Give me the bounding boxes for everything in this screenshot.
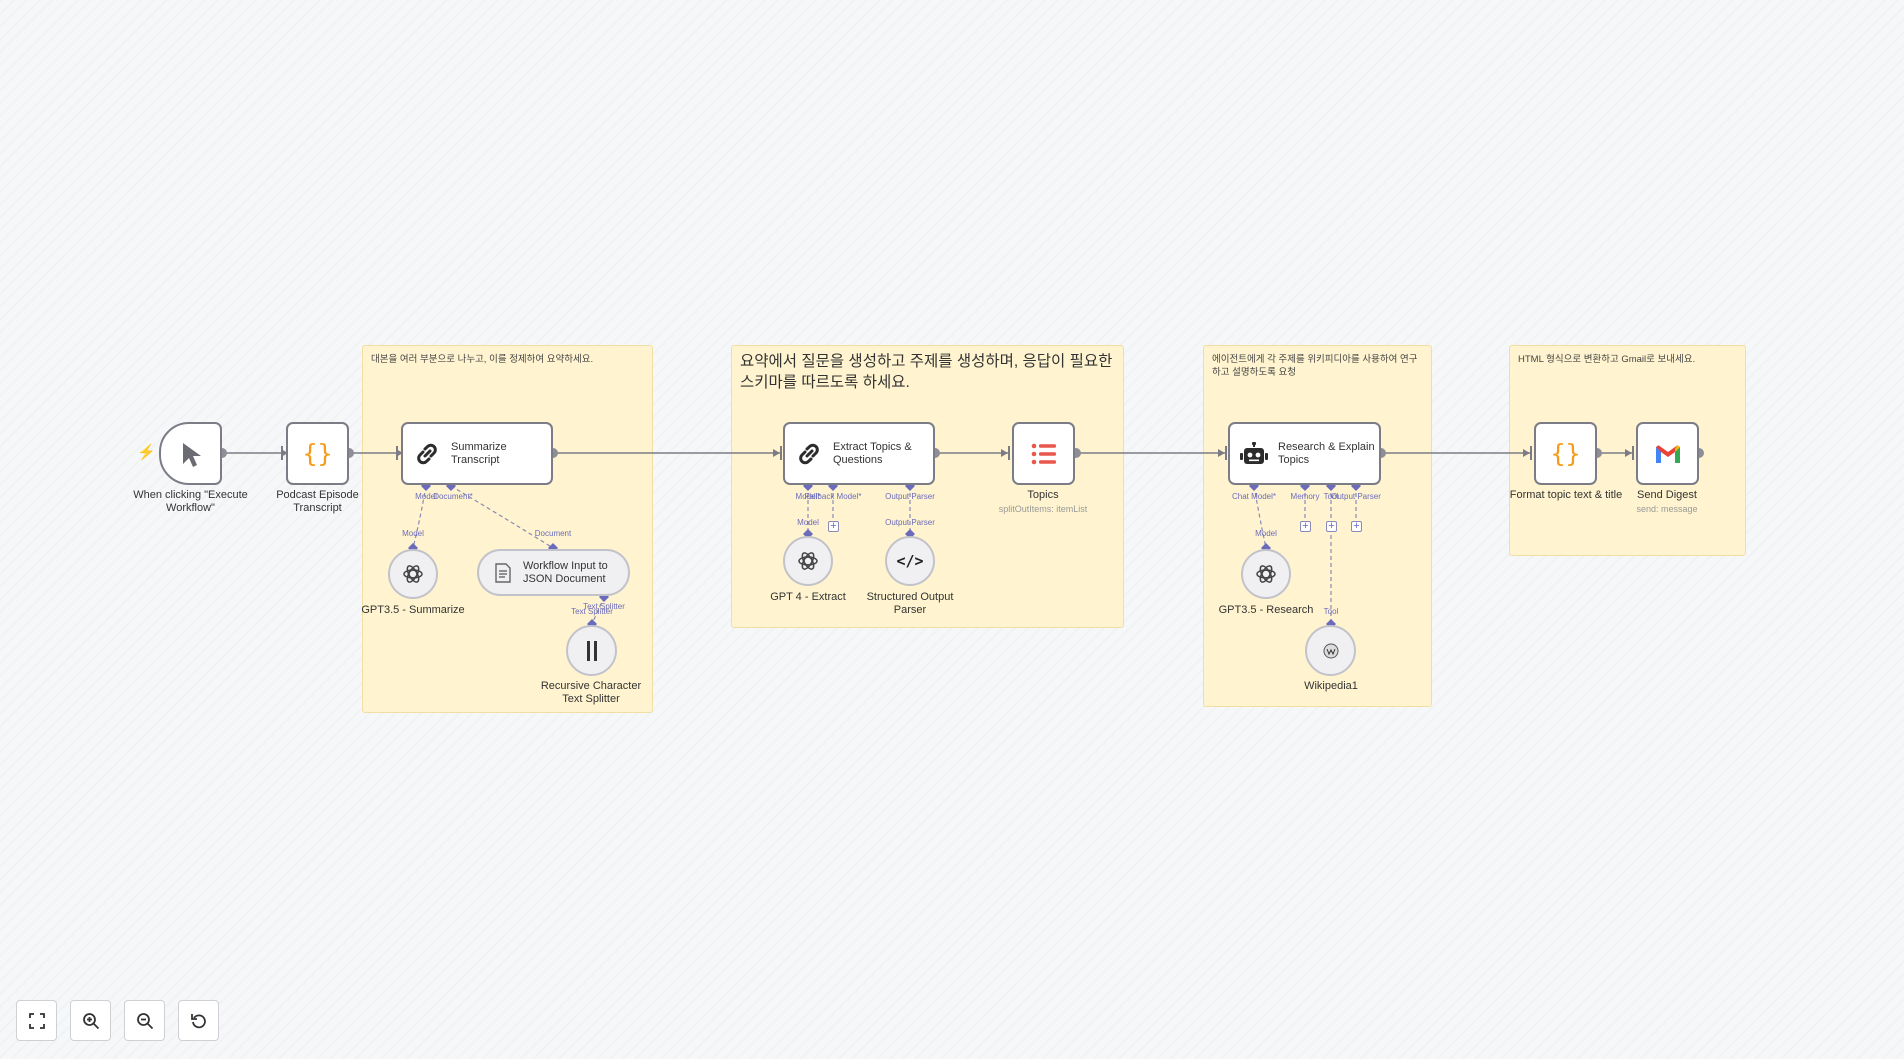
node-gpt35-summarize-label: GPT3.5 - Summarize: [361, 604, 465, 616]
node-podcast-label: Podcast Episode Transcript: [276, 489, 359, 515]
node-topics[interactable]: [1012, 422, 1075, 485]
code-braces-icon: {}: [1550, 439, 1581, 468]
node-wikipedia-label: Wikipedia1: [1304, 680, 1358, 692]
port-label: Output Parser: [885, 518, 935, 527]
node-topics-subtitle: splitOutItems: itemList: [998, 504, 1088, 514]
node-text-splitter-label: Recursive Character Text Splitter: [540, 680, 642, 706]
port-label: Model: [402, 529, 424, 538]
arrowhead: [1625, 449, 1632, 457]
chain-link-icon: [795, 440, 823, 468]
sticky-note-text: 에이전트에게 각 주제를 위키피디아를 사용하여 연구하고 설명하도록 요청: [1212, 354, 1418, 378]
port-label: Text Splitter: [571, 607, 613, 616]
list-icon: [1031, 443, 1057, 465]
node-gpt4-extract[interactable]: [783, 536, 833, 586]
cursor-icon: [178, 440, 204, 468]
chain-link-icon: [413, 440, 441, 468]
node-gpt4-extract-label: GPT 4 - Extract: [770, 591, 846, 603]
node-gpt35-research[interactable]: [1241, 549, 1291, 599]
node-wikipedia[interactable]: [1305, 625, 1356, 676]
node-podcast-transcript[interactable]: {}: [286, 422, 349, 485]
node-workflow-input-json[interactable]: Workflow Input to JSON Document: [477, 549, 630, 596]
add-sub-node-button[interactable]: +: [828, 521, 839, 532]
add-memory-button[interactable]: +: [1300, 521, 1311, 532]
port-label: Chat Model*: [1231, 492, 1277, 501]
node-text-splitter[interactable]: [566, 625, 617, 676]
port-label: Memory: [1290, 492, 1320, 501]
arrowhead: [1001, 449, 1008, 457]
node-format-label: Format topic text & title: [1509, 489, 1623, 501]
zoom-out-icon: [136, 1012, 154, 1030]
arrowhead: [1523, 449, 1530, 457]
code-braces-icon: {}: [302, 439, 333, 468]
add-output-parser-button[interactable]: +: [1351, 521, 1362, 532]
node-title: Extract Topics & Questions: [833, 440, 912, 466]
node-title: Summarize Transcript: [451, 440, 507, 466]
node-gpt35-research-label: GPT3.5 - Research: [1218, 604, 1314, 616]
node-structured-parser-label: Structured Output Parser: [866, 591, 954, 617]
node-structured-parser[interactable]: </>: [885, 536, 935, 586]
node-research-explain[interactable]: Research & Explain Topics: [1228, 422, 1381, 485]
trigger-bolt-icon: ⚡: [137, 444, 156, 461]
node-trigger-label: When clicking "Execute Workflow": [133, 489, 248, 515]
openai-icon: [402, 563, 424, 585]
openai-icon: [797, 550, 819, 572]
gmail-icon: [1655, 444, 1681, 464]
document-icon: [495, 562, 511, 583]
port-label: Output Parser: [1331, 492, 1381, 501]
sticky-note-summarize[interactable]: 대본을 여러 부분으로 나누고, 이를 정제하여 요약하세요.: [362, 345, 653, 713]
reset-zoom-button[interactable]: [178, 1000, 219, 1041]
port-label: Model: [797, 518, 819, 527]
port-label: Text Splitter: [583, 602, 625, 611]
port-label: Model: [415, 492, 437, 501]
code-tag-icon: </>: [896, 552, 924, 570]
node-title: Workflow Input to JSON Document: [523, 559, 608, 585]
node-extract-topics[interactable]: Extract Topics & Questions: [783, 422, 935, 485]
port-label: Fallback Model*: [804, 492, 862, 501]
zoom-in-icon: [82, 1012, 100, 1030]
openai-icon: [1255, 563, 1277, 585]
node-gmail-subtitle: send: message: [1636, 504, 1698, 514]
port-label: Tool: [1323, 607, 1339, 616]
sticky-note-text: 요약에서 질문을 생성하고 주제를 생성하며, 응답이 필요한 스키마를 따르도…: [740, 353, 1113, 391]
port-label: Document: [534, 529, 572, 538]
zoom-out-button[interactable]: [124, 1000, 165, 1041]
port-label: Model*: [795, 492, 821, 501]
wikipedia-icon: [1323, 643, 1339, 659]
node-gmail-label: Send Digest: [1637, 489, 1697, 501]
port-label: Output Parser: [885, 492, 935, 501]
robot-icon: [1240, 441, 1268, 466]
node-title: Research & Explain Topics: [1278, 440, 1375, 466]
node-summarize-transcript[interactable]: Summarize Transcript: [401, 422, 553, 485]
arrowhead: [773, 449, 780, 457]
port-label: Document*: [433, 492, 473, 501]
sticky-note-text: 대본을 여러 부분으로 나누고, 이를 정제하여 요약하세요.: [371, 354, 594, 365]
node-format-topic[interactable]: {}: [1534, 422, 1597, 485]
add-tool-button[interactable]: +: [1326, 521, 1337, 532]
port-label: Model: [1255, 529, 1277, 538]
node-topics-label: Topics: [1027, 489, 1059, 501]
splitter-icon: [586, 640, 598, 661]
fit-view-button[interactable]: [16, 1000, 57, 1041]
zoom-in-button[interactable]: [70, 1000, 111, 1041]
node-send-digest[interactable]: [1636, 422, 1699, 485]
sticky-note-text: HTML 형식으로 변환하고 Gmail로 보내세요.: [1518, 354, 1696, 365]
fit-view-icon: [28, 1012, 45, 1029]
node-trigger[interactable]: [159, 422, 222, 485]
port-label: Tool: [1323, 492, 1339, 501]
arrowhead: [1218, 449, 1225, 457]
node-gpt35-summarize[interactable]: [388, 549, 438, 599]
reset-icon: [190, 1012, 208, 1030]
